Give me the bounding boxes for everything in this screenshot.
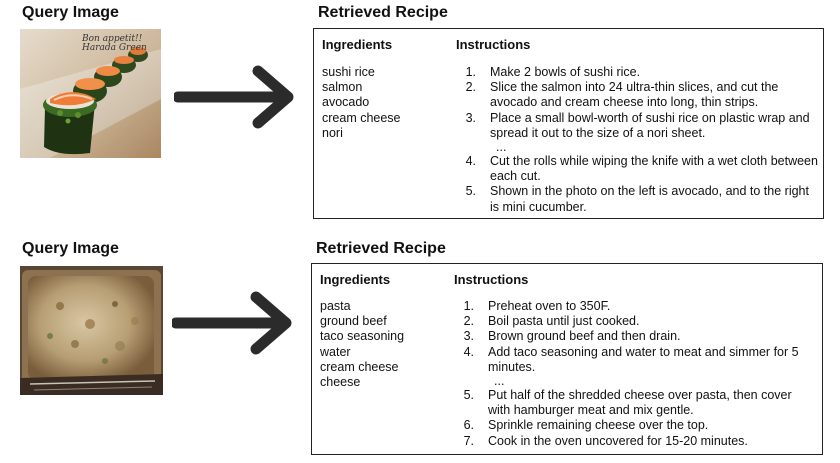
instruction-step: 5.Put half of the shredded cheese over p… bbox=[463, 388, 792, 418]
instruction-step: 1.Preheat oven to 350F. bbox=[463, 299, 611, 313]
instruction-step: 5.Shown in the photo on the left is avoc… bbox=[465, 184, 809, 214]
arrow-right-icon bbox=[170, 291, 300, 360]
instruction-step: 7.Cook in the oven uncovered for 15-20 m… bbox=[463, 433, 748, 448]
ingredient-item: avocado bbox=[322, 95, 370, 110]
arrow-right-icon bbox=[172, 65, 302, 134]
instruction-step: 3.Brown ground beef and then drain. bbox=[463, 329, 681, 344]
instructions-list: 1.Make 2 bowls of sushi rice. 2.Slice th… bbox=[456, 65, 818, 215]
ingredients-header: Ingredients bbox=[322, 37, 393, 52]
ingredient-item: pasta bbox=[320, 299, 351, 313]
instruction-step: 3.Place a small bowl-worth of sushi rice… bbox=[465, 110, 810, 140]
instructions-list: 1.Preheat oven to 350F. 2.Boil pasta unt… bbox=[454, 299, 816, 449]
instruction-ellipsis: ... bbox=[494, 374, 505, 389]
photo-caption: Bon appetit!! Harada Green bbox=[82, 34, 147, 53]
instruction-step: 6.Sprinkle remaining cheese over the top… bbox=[463, 418, 709, 433]
query-photo-sushi: Bon appetit!! Harada Green bbox=[20, 29, 161, 158]
ingredient-item: ground beef bbox=[320, 314, 387, 329]
recipe-card: Ingredients Instructions pasta ground be… bbox=[311, 263, 823, 455]
instruction-ellipsis: ... bbox=[496, 140, 507, 155]
query-photo-casserole bbox=[20, 266, 163, 395]
instructions-header: Instructions bbox=[456, 37, 531, 52]
ingredient-item: nori bbox=[322, 125, 343, 140]
ingredient-item: sushi rice bbox=[322, 65, 375, 79]
ingredient-item: cream cheese bbox=[320, 359, 399, 374]
ingredients-list: sushi rice salmon avocado cream cheese n… bbox=[322, 65, 401, 141]
instruction-step: 4.Cut the rolls while wiping the knife w… bbox=[465, 154, 818, 184]
ingredients-header: Ingredients bbox=[320, 272, 391, 287]
query-image-label: Query Image bbox=[22, 240, 119, 257]
ingredient-item: taco seasoning bbox=[320, 329, 405, 344]
ingredients-list: pasta ground beef taco seasoning water c… bbox=[320, 299, 404, 390]
instruction-step: 2.Boil pasta until just cooked. bbox=[463, 314, 640, 329]
retrieved-recipe-label: Retrieved Recipe bbox=[318, 4, 448, 21]
instructions-header: Instructions bbox=[454, 272, 529, 287]
recipe-card: Ingredients Instructions sushi rice salm… bbox=[313, 28, 824, 219]
ingredient-item: cream cheese bbox=[322, 110, 401, 125]
instruction-step: 4.Add taco seasoning and water to meat a… bbox=[463, 344, 799, 374]
query-image-label: Query Image bbox=[22, 4, 119, 21]
instruction-step: 1.Make 2 bowls of sushi rice. bbox=[465, 65, 641, 79]
retrieved-recipe-label: Retrieved Recipe bbox=[316, 240, 446, 257]
ingredient-item: cheese bbox=[320, 375, 361, 390]
instruction-step: 2.Slice the salmon into 24 ultra-thin sl… bbox=[465, 80, 779, 110]
ingredient-item: water bbox=[320, 344, 351, 359]
ingredient-item: salmon bbox=[322, 80, 363, 95]
